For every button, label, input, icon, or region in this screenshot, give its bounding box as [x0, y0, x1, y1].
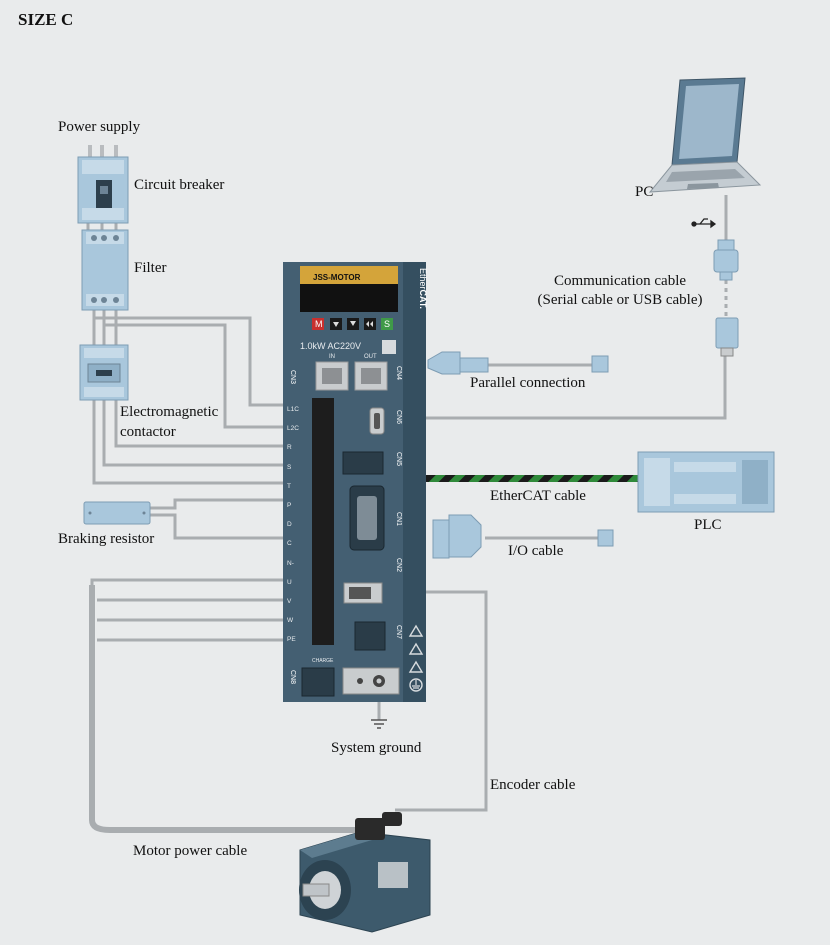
terminal-labels: L1C L2C R S T P D C N- U V W PE	[287, 400, 311, 650]
motor-power-cable-label: Motor power cable	[133, 843, 248, 859]
usb-icon	[691, 218, 717, 229]
plc-icon	[637, 451, 775, 513]
parallel-connector	[427, 351, 609, 375]
ethercat-cable-label: EtherCAT cable	[490, 488, 586, 504]
terminal-label: PE	[287, 636, 296, 644]
charge-label: CHARGE	[312, 658, 334, 664]
terminal-label: D	[287, 521, 292, 529]
terminal-label: C	[287, 540, 292, 548]
terminal-label: V	[287, 598, 292, 606]
ethercat-cable	[335, 475, 640, 482]
plc-label: PLC	[694, 517, 722, 533]
cn4-label: CN4	[395, 366, 402, 381]
io-cable-label: I/O cable	[508, 543, 564, 559]
communication-cable-label-line1: Communication cable	[553, 273, 687, 289]
io-connector	[432, 514, 614, 559]
servo-motor	[299, 812, 431, 933]
terminal-label: N-	[287, 559, 294, 567]
mode-button-label: M	[315, 319, 323, 329]
cn5-label: CN5	[395, 452, 402, 467]
cn7-label: CN7	[395, 625, 402, 640]
cn3-label: CN3	[289, 370, 296, 385]
braking-resistor-label: Braking resistor	[58, 531, 155, 547]
terminal-label: W	[287, 617, 294, 625]
drive-rating: 1.0kW AC220V	[300, 341, 362, 351]
set-button-label: S	[384, 319, 391, 329]
electromagnetic-contactor	[79, 344, 129, 401]
page-title: SIZE C	[18, 10, 74, 29]
contactor-label-line1: Electromagnetic	[120, 404, 219, 420]
servo-drive	[283, 262, 426, 702]
cn2-label: CN2	[395, 558, 402, 573]
communication-cable-label-line2: (Serial cable or USB cable)	[537, 292, 703, 308]
ethercat-logo: EtherCAT.	[418, 268, 428, 309]
terminal-label: T	[287, 482, 291, 490]
circuit-breaker-label: Circuit breaker	[134, 177, 225, 193]
port-in-label: IN	[329, 354, 335, 360]
usb-plug	[715, 317, 739, 357]
terminal-label: R	[287, 444, 292, 452]
laptop-icon	[648, 77, 762, 193]
filter-label: Filter	[134, 260, 167, 276]
pc-label: PC	[635, 184, 654, 200]
serial-connector	[713, 239, 739, 281]
port-out-label: OUT	[364, 354, 377, 360]
terminal-label: L2C	[287, 425, 299, 433]
system-ground-label: System ground	[331, 740, 422, 756]
terminal-label: P	[287, 502, 292, 510]
filter	[81, 229, 129, 311]
circuit-breaker	[77, 145, 129, 224]
power-supply-label: Power supply	[58, 119, 141, 135]
mode-button	[312, 318, 324, 330]
ground-icon	[371, 719, 387, 729]
cn6-label: CN6	[395, 410, 402, 425]
encoder-cable-label: Encoder cable	[490, 777, 576, 793]
terminal-label: S	[287, 463, 292, 471]
brand-plate	[300, 266, 398, 284]
terminal-label: L1C	[287, 406, 299, 413]
braking-resistor	[83, 501, 151, 525]
cn1-label: CN1	[395, 512, 402, 527]
contactor-label-line2: contactor	[120, 424, 176, 440]
parallel-connection-label: Parallel connection	[470, 375, 586, 391]
set-button	[381, 318, 393, 330]
drive-brand: JSS-MOTOR	[313, 273, 361, 282]
cn8-label: CN8	[289, 670, 296, 685]
terminal-label: U	[287, 578, 292, 586]
motor-power-cable	[89, 585, 362, 833]
